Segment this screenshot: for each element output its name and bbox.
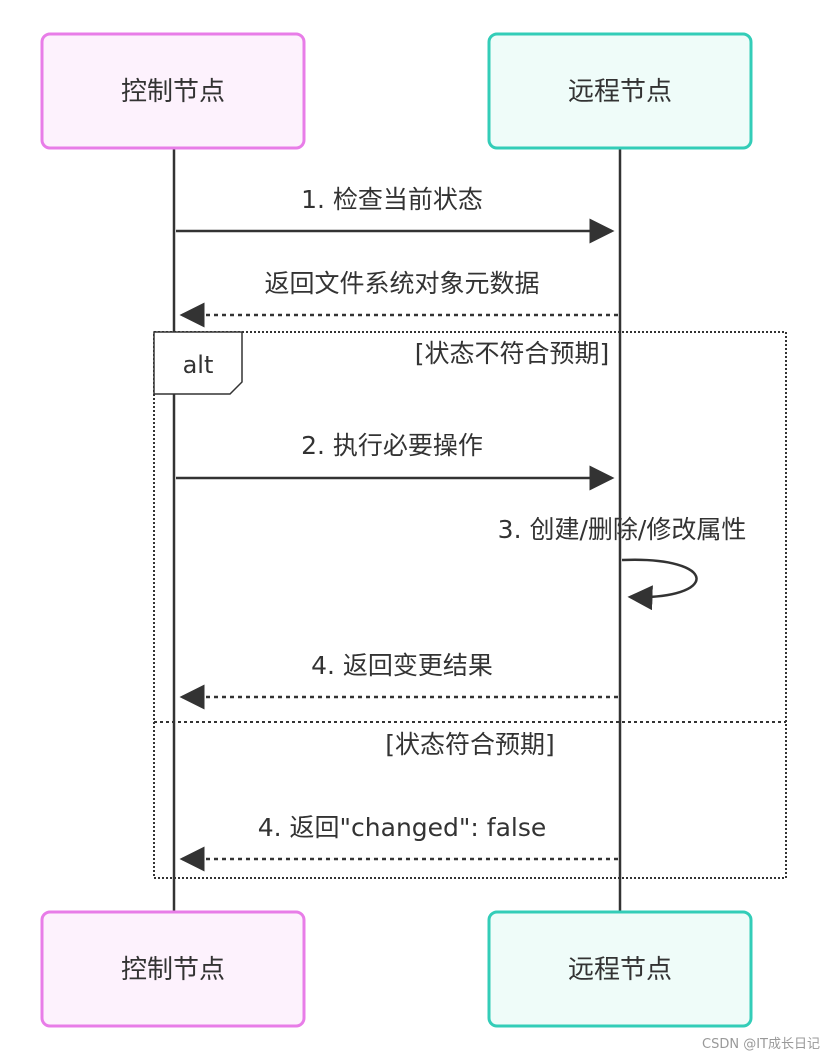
alt-block: alt [状态不符合预期] [状态符合预期] — [153, 331, 787, 879]
alt-frame — [153, 331, 787, 879]
message-4-self-arrow — [621, 558, 698, 611]
alt-condition-1: [状态不符合预期] — [415, 339, 610, 368]
message-3-label: 2. 执行必要操作 — [301, 431, 483, 460]
participant-control-bottom: 控制节点 — [40, 910, 306, 1028]
participant-remote-top-label: 远程节点 — [568, 77, 672, 107]
message-5-label: 4. 返回变更结果 — [311, 651, 493, 680]
alt-keyword: alt — [183, 351, 214, 379]
participant-control-bottom-label: 控制节点 — [121, 955, 225, 985]
participant-remote-top: 远程节点 — [487, 32, 753, 150]
participant-remote-bottom: 远程节点 — [487, 910, 753, 1028]
watermark: CSDN @IT成长日记 — [702, 1037, 820, 1052]
message-2-label: 返回文件系统对象元数据 — [264, 269, 539, 298]
alt-keyword-tab — [153, 331, 243, 395]
message-6-label: 4. 返回"changed": false — [258, 813, 547, 842]
participant-control-top-label: 控制节点 — [121, 77, 225, 107]
participant-control-top: 控制节点 — [40, 32, 306, 150]
participant-remote-bottom-label: 远程节点 — [568, 955, 672, 985]
message-4-label: 3. 创建/删除/修改属性 — [498, 515, 747, 544]
alt-condition-2: [状态符合预期] — [385, 730, 555, 759]
message-1-label: 1. 检查当前状态 — [301, 185, 483, 214]
